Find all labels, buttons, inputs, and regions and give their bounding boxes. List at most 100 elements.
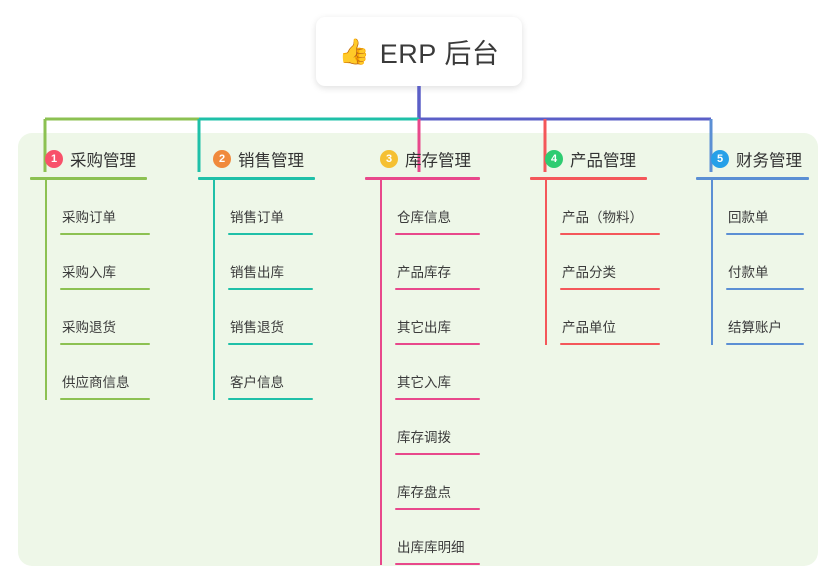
branch-item-underline [60,288,150,290]
branch-item-underline [395,233,480,235]
branch-item-label: 其它入库 [397,375,451,390]
branch-item-underline [60,233,150,235]
branch-column-1: 1 采购管理采购订单采购入库采购退货供应商信息 [30,146,182,400]
branch-header-1[interactable]: 1 采购管理 [30,146,182,172]
branch-items-list: 销售订单销售出库销售退货客户信息 [198,180,350,400]
branch-column-4: 4 产品管理产品（物料） 产品分类产品单位 [530,146,682,345]
branch-spine [380,180,382,565]
branch-header-2[interactable]: 2 销售管理 [198,146,350,172]
branch-item-underline [395,343,480,345]
branch-header-5[interactable]: 5 财务管理 [696,146,821,172]
branch-item-underline [228,343,313,345]
branch-header-4[interactable]: 4 产品管理 [530,146,682,172]
branch-item[interactable]: 其它入库 [380,345,517,400]
branch-number-badge: 5 [711,150,729,168]
branch-item-label: 产品分类 [562,265,616,280]
branch-label: 财务管理 [736,152,802,170]
branch-label: 产品管理 [570,152,636,170]
branch-spine [45,180,47,400]
branch-underline [198,177,315,180]
branch-item-underline [395,288,480,290]
branch-item[interactable]: 客户信息 [213,345,350,400]
branch-item-label: 回款单 [728,210,769,225]
branch-item-underline [560,288,660,290]
branch-item-underline [726,343,804,345]
branch-number-badge: 4 [545,150,563,168]
branch-item-underline [60,398,150,400]
branch-item-label: 库存调拨 [397,430,451,445]
branch-item[interactable]: 其它出库 [380,290,517,345]
branch-item[interactable]: 销售退货 [213,290,350,345]
branch-label: 采购管理 [70,152,136,170]
branch-item[interactable]: 库存盘点 [380,455,517,510]
branch-item-label: 销售订单 [230,210,284,225]
branch-items-list: 回款单付款单结算账户 [696,180,821,345]
branch-underline [365,177,480,180]
branch-item-label: 采购订单 [62,210,116,225]
branch-item-underline [726,233,804,235]
branch-item-label: 供应商信息 [62,375,130,390]
branch-item-label: 其它出库 [397,320,451,335]
branch-items-list: 采购订单采购入库采购退货供应商信息 [30,180,182,400]
branch-item-label: 客户信息 [230,375,284,390]
branch-label: 销售管理 [238,152,304,170]
branch-number-badge: 2 [213,150,231,168]
branch-item[interactable]: 供应商信息 [45,345,182,400]
branch-item-underline [726,288,804,290]
root-node-title: ERP 后台 [379,39,500,69]
branch-item[interactable]: 产品单位 [545,290,682,345]
branch-underline [696,177,809,180]
branch-item[interactable]: 产品分类 [545,235,682,290]
branch-item-underline [228,233,313,235]
branch-item[interactable]: 销售订单 [213,180,350,235]
branch-item-underline [60,343,150,345]
branch-item-label: 销售出库 [230,265,284,280]
branch-item-label: 采购退货 [62,320,116,335]
branch-item-label: 库存盘点 [397,485,451,500]
branch-item[interactable]: 结算账户 [711,290,821,345]
branch-item-label: 销售退货 [230,320,284,335]
branch-item-underline [395,563,480,565]
branch-item-underline [395,398,480,400]
branch-item-label: 出库库明细 [397,540,465,555]
branch-item-underline [228,398,313,400]
branch-item-underline [560,343,660,345]
thumbs-up-icon: 👍 [338,37,370,66]
branch-column-5: 5 财务管理回款单付款单结算账户 [696,146,821,345]
branch-label: 库存管理 [405,152,471,170]
branch-spine [545,180,547,345]
branch-item-underline [560,233,660,235]
branch-item-label: 结算账户 [728,320,782,335]
branch-item-label: 产品单位 [562,320,616,335]
branch-item[interactable]: 销售出库 [213,235,350,290]
branch-item[interactable]: 出库库明细 [380,510,517,565]
root-node-card[interactable]: 👍 ERP 后台 [316,17,522,86]
branch-number-badge: 1 [45,150,63,168]
branch-item[interactable]: 付款单 [711,235,821,290]
branch-item-label: 仓库信息 [397,210,451,225]
branch-item-label: 付款单 [728,265,769,280]
branch-underline [530,177,647,180]
branch-underline [30,177,147,180]
branch-item[interactable]: 采购入库 [45,235,182,290]
branch-item[interactable]: 采购退货 [45,290,182,345]
branch-item[interactable]: 产品库存 [380,235,517,290]
branch-item-underline [228,288,313,290]
branch-header-3[interactable]: 3 库存管理 [365,146,517,172]
branches-background-panel [18,133,818,566]
branch-item[interactable]: 采购订单 [45,180,182,235]
branch-item[interactable]: 回款单 [711,180,821,235]
branch-column-3: 3 库存管理仓库信息产品库存其它出库其它入库库存调拨库存盘点出库库明细 [365,146,517,565]
branch-item[interactable]: 产品（物料） [545,180,682,235]
branch-item-label: 产品（物料） [562,210,643,225]
branch-number-badge: 3 [380,150,398,168]
branch-item-label: 采购入库 [62,265,116,280]
branch-column-2: 2 销售管理销售订单销售出库销售退货客户信息 [198,146,350,400]
branch-item[interactable]: 仓库信息 [380,180,517,235]
branch-item[interactable]: 库存调拨 [380,400,517,455]
branch-spine [213,180,215,400]
branch-item-label: 产品库存 [397,265,451,280]
branch-item-underline [395,508,480,510]
branch-item-underline [395,453,480,455]
